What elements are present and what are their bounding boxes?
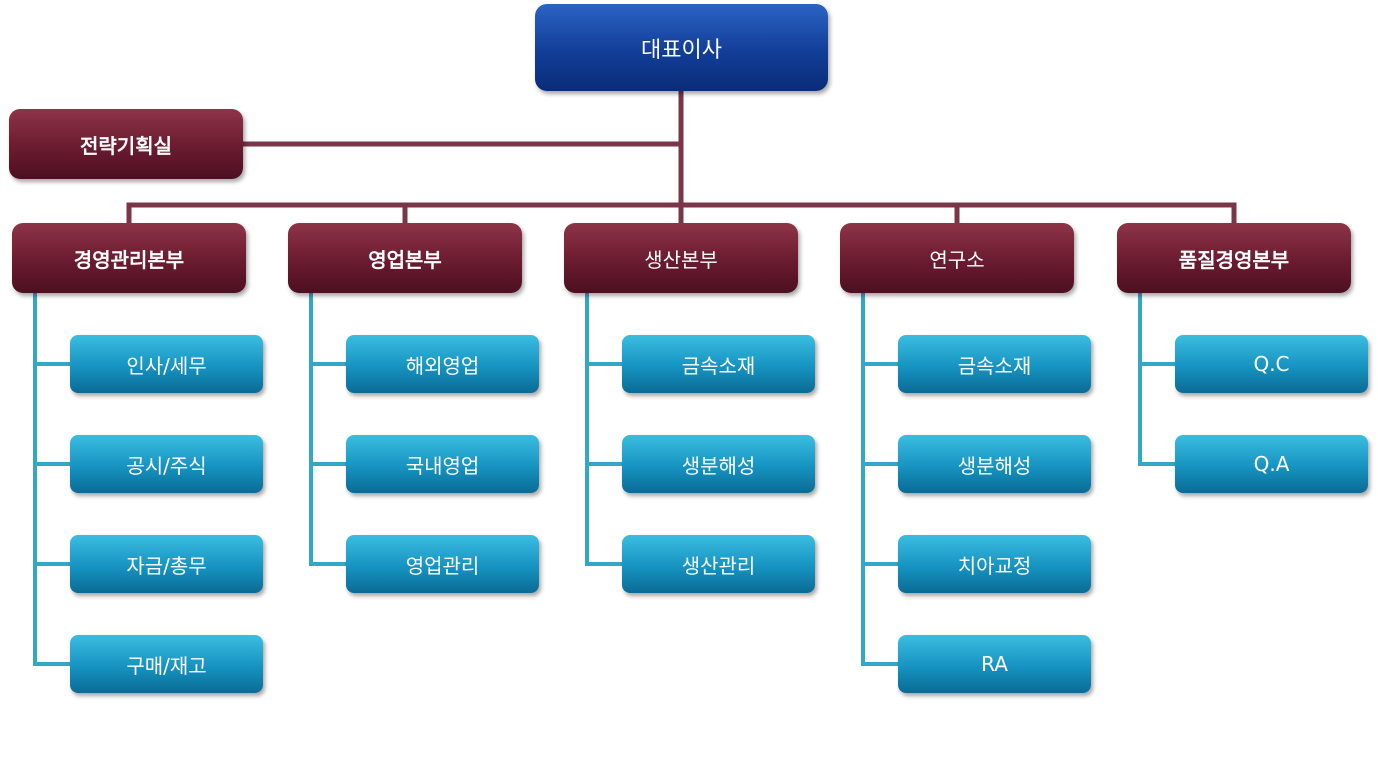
sub-unit-box: 생분해성 bbox=[898, 435, 1091, 493]
department-box: 연구소 bbox=[840, 223, 1074, 293]
department-label: 연구소 bbox=[929, 247, 985, 272]
sub-unit-label: 금속소재 bbox=[681, 353, 756, 378]
sub-unit-label: 금속소재 bbox=[957, 353, 1032, 378]
sub-unit-label: 치아교정 bbox=[957, 553, 1032, 578]
sub-unit-label: 생분해성 bbox=[681, 453, 756, 478]
department-box: 영업본부 bbox=[288, 223, 522, 293]
strategy-office-label: 전략기획실 bbox=[80, 133, 172, 158]
sub-unit-box: 생산관리 bbox=[622, 535, 815, 593]
sub-unit-label: Q.C bbox=[1253, 352, 1290, 376]
sub-unit-box: 구매/재고 bbox=[70, 635, 263, 693]
ceo-box: 대표이사 bbox=[535, 4, 828, 91]
sub-unit-label: 생산관리 bbox=[681, 553, 756, 578]
sub-unit-box: 해외영업 bbox=[346, 335, 539, 393]
sub-unit-box: 치아교정 bbox=[898, 535, 1091, 593]
sub-unit-label: 인사/세무 bbox=[126, 353, 207, 378]
sub-unit-label: 구매/재고 bbox=[126, 653, 207, 678]
department-label: 경영관리본부 bbox=[73, 247, 185, 272]
sub-unit-label: 공시/주식 bbox=[126, 453, 207, 478]
sub-unit-box: RA bbox=[898, 635, 1091, 693]
sub-unit-label: 해외영업 bbox=[405, 353, 480, 378]
sub-unit-label: 영업관리 bbox=[405, 553, 480, 578]
sub-unit-box: Q.C bbox=[1175, 335, 1368, 393]
sub-unit-label: 생분해성 bbox=[957, 453, 1032, 478]
sub-unit-box: 금속소재 bbox=[622, 335, 815, 393]
department-label: 품질경영본부 bbox=[1178, 247, 1290, 272]
sub-unit-label: 자금/총무 bbox=[126, 553, 207, 578]
department-box: 품질경영본부 bbox=[1117, 223, 1351, 293]
sub-unit-label: Q.A bbox=[1253, 452, 1290, 476]
sub-unit-label: 국내영업 bbox=[405, 453, 480, 478]
sub-unit-box: 생분해성 bbox=[622, 435, 815, 493]
sub-unit-box: 자금/총무 bbox=[70, 535, 263, 593]
sub-unit-box: 공시/주식 bbox=[70, 435, 263, 493]
department-box: 생산본부 bbox=[564, 223, 798, 293]
department-label: 영업본부 bbox=[368, 247, 442, 272]
sub-unit-box: 금속소재 bbox=[898, 335, 1091, 393]
sub-unit-box: Q.A bbox=[1175, 435, 1368, 493]
strategy-office-box: 전략기획실 bbox=[9, 109, 243, 179]
department-label: 생산본부 bbox=[644, 247, 718, 272]
sub-unit-box: 인사/세무 bbox=[70, 335, 263, 393]
sub-unit-box: 국내영업 bbox=[346, 435, 539, 493]
sub-unit-box: 영업관리 bbox=[346, 535, 539, 593]
ceo-label: 대표이사 bbox=[641, 37, 722, 63]
sub-unit-label: RA bbox=[981, 652, 1008, 676]
department-box: 경영관리본부 bbox=[12, 223, 246, 293]
